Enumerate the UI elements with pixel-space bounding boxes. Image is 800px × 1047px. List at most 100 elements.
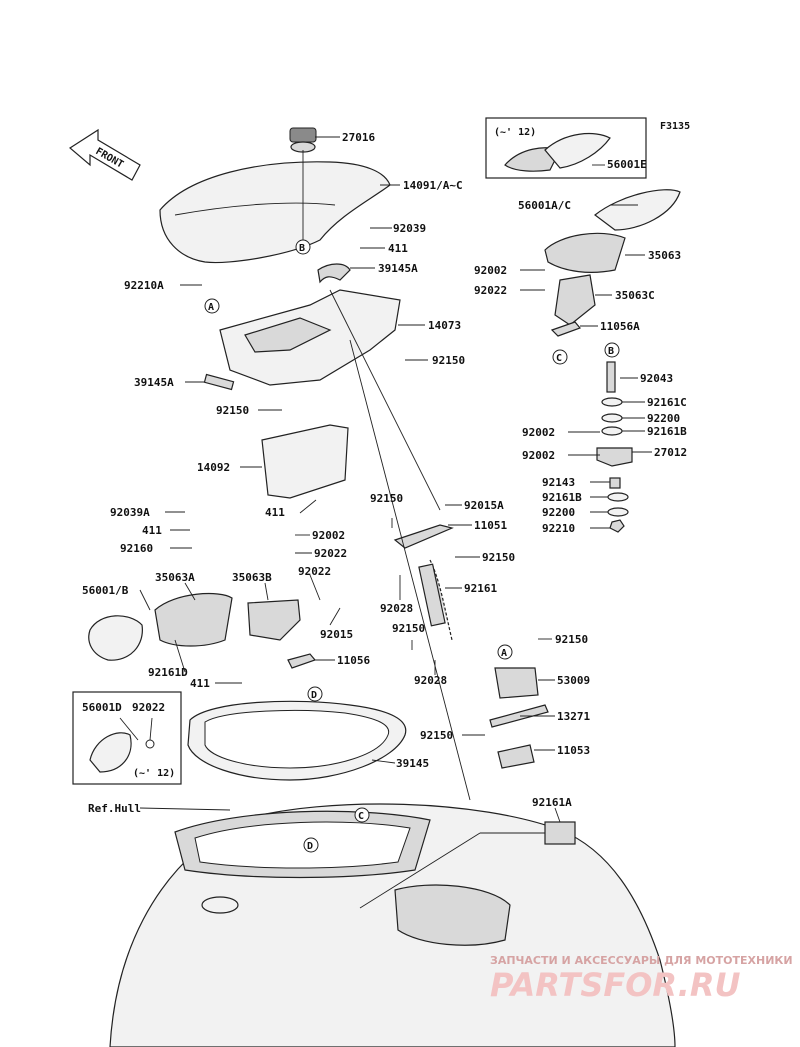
part-label: 92161B (647, 425, 687, 438)
part-label: 411 (265, 506, 285, 519)
panel-14092-shape (261, 424, 349, 499)
part-label: 92150 (370, 492, 403, 505)
part-label: 92200 (647, 412, 680, 425)
part-label: 92161B (542, 491, 582, 504)
part-label: 411 (142, 524, 162, 537)
hinge-assembly (393, 524, 549, 769)
front-arrow-icon: FRONT (68, 128, 141, 181)
leader-lines (119, 136, 652, 909)
mirror-56001-shape (88, 615, 143, 661)
svg-text:D: D (311, 690, 317, 701)
part-label: 92210A (124, 279, 164, 292)
part-label: 39145A (378, 262, 418, 275)
part-label: 92002 (522, 426, 555, 439)
mount-35063a-shape (154, 592, 233, 647)
part-label: 92161D (148, 666, 188, 679)
part-label: 92028 (380, 602, 413, 615)
part-label: 92150 (392, 622, 425, 635)
part-label: 39145A (134, 376, 174, 389)
part-label: 92015 (320, 628, 353, 641)
part-label: 11056 (337, 654, 370, 667)
part-label: 411 (388, 242, 408, 255)
part-label: 11056A (600, 320, 640, 333)
part-label: 14091/A~C (403, 179, 463, 192)
part-label: 92022 (474, 284, 507, 297)
part-label: 92143 (542, 476, 575, 489)
storage-tray-shape (219, 289, 401, 386)
variant-note-bottom: (~' 12) (133, 768, 175, 779)
callout-letters: A B C B D A D C (208, 243, 614, 852)
part-label: 92161 (464, 582, 497, 595)
part-label: 11051 (474, 519, 507, 532)
mirror-56001a-shape (594, 189, 681, 231)
part-label: 411 (190, 677, 210, 690)
watermark-tagline: ЗАПЧАСТИ И АКСЕССУАРЫ ДЛЯ МОТОТЕХНИКИ (490, 954, 793, 967)
label-92161a-shape (544, 821, 576, 845)
part-label: 92039 (393, 222, 426, 235)
variant-note-top: (~' 12) (494, 127, 536, 138)
part-label: 27012 (654, 446, 687, 459)
part-label: 56001D (82, 701, 122, 714)
seal-39145a-lower-shape (203, 373, 235, 391)
part-label: 92028 (414, 674, 447, 687)
part-label: 92022 (314, 547, 347, 560)
seat-cover-shape (159, 127, 391, 264)
part-label: 92200 (542, 506, 575, 519)
svg-text:C: C (556, 353, 562, 364)
seal-39145a-shape (317, 263, 351, 284)
part-label: 92150 (420, 729, 453, 742)
mount-35063-shape (544, 232, 626, 273)
bracket-35063c-shape (554, 274, 596, 326)
part-label: 92210 (542, 522, 575, 535)
part-label: 92150 (482, 551, 515, 564)
part-label: 35063 (648, 249, 681, 262)
part-label: 14073 (428, 319, 461, 332)
part-label: 56001/B (82, 584, 129, 597)
bracket-35063b-shape (247, 599, 301, 641)
ref-hull-label: Ref.Hull (88, 802, 141, 815)
part-label: 92150 (432, 354, 465, 367)
part-label: 53009 (557, 674, 590, 687)
part-label: 92002 (474, 264, 507, 277)
figure-code: F3135 (660, 121, 690, 132)
svg-text:A: A (501, 648, 507, 659)
part-label: 92161A (532, 796, 572, 809)
svg-text:D: D (307, 841, 313, 852)
part-label: 56001A/C (518, 199, 571, 212)
part-label: 92150 (555, 633, 588, 646)
part-label: 11053 (557, 744, 590, 757)
part-label: 35063B (232, 571, 272, 584)
part-label: 92039A (110, 506, 150, 519)
callout-circles (204, 239, 620, 853)
part-label: 27016 (342, 131, 375, 144)
hull-shape (109, 803, 676, 1047)
plate-11056-shape (287, 653, 317, 669)
part-label: 92002 (522, 449, 555, 462)
variant-box-top (485, 117, 647, 179)
part-label: 92015A (464, 499, 504, 512)
part-label: 92022 (298, 565, 331, 578)
part-label: 92150 (216, 404, 249, 417)
plate-11056a-shape (550, 321, 582, 337)
svg-text:C: C (358, 811, 364, 822)
part-label: 56001E (607, 158, 647, 171)
svg-text:B: B (299, 243, 305, 254)
svg-text:A: A (208, 302, 214, 313)
bolt-stack-right (596, 361, 633, 533)
cap-27016-shape (289, 127, 317, 143)
part-label: 35063A (155, 571, 195, 584)
watermark-brand: PARTSFOR.RU (490, 966, 740, 1004)
part-label: 92161C (647, 396, 687, 409)
part-label: 14092 (197, 461, 230, 474)
part-labels: 27016 14091/A~C 92039 411 39145A 92210A … (82, 131, 687, 809)
part-label: 35063C (615, 289, 655, 302)
part-label: 13271 (557, 710, 590, 723)
svg-text:B: B (608, 346, 614, 357)
part-label: 92002 (312, 529, 345, 542)
part-label: 39145 (396, 757, 429, 770)
variant-box-bottom (72, 691, 182, 785)
part-label: 92043 (640, 372, 673, 385)
part-label: 92022 (132, 701, 165, 714)
part-label: 92160 (120, 542, 153, 555)
